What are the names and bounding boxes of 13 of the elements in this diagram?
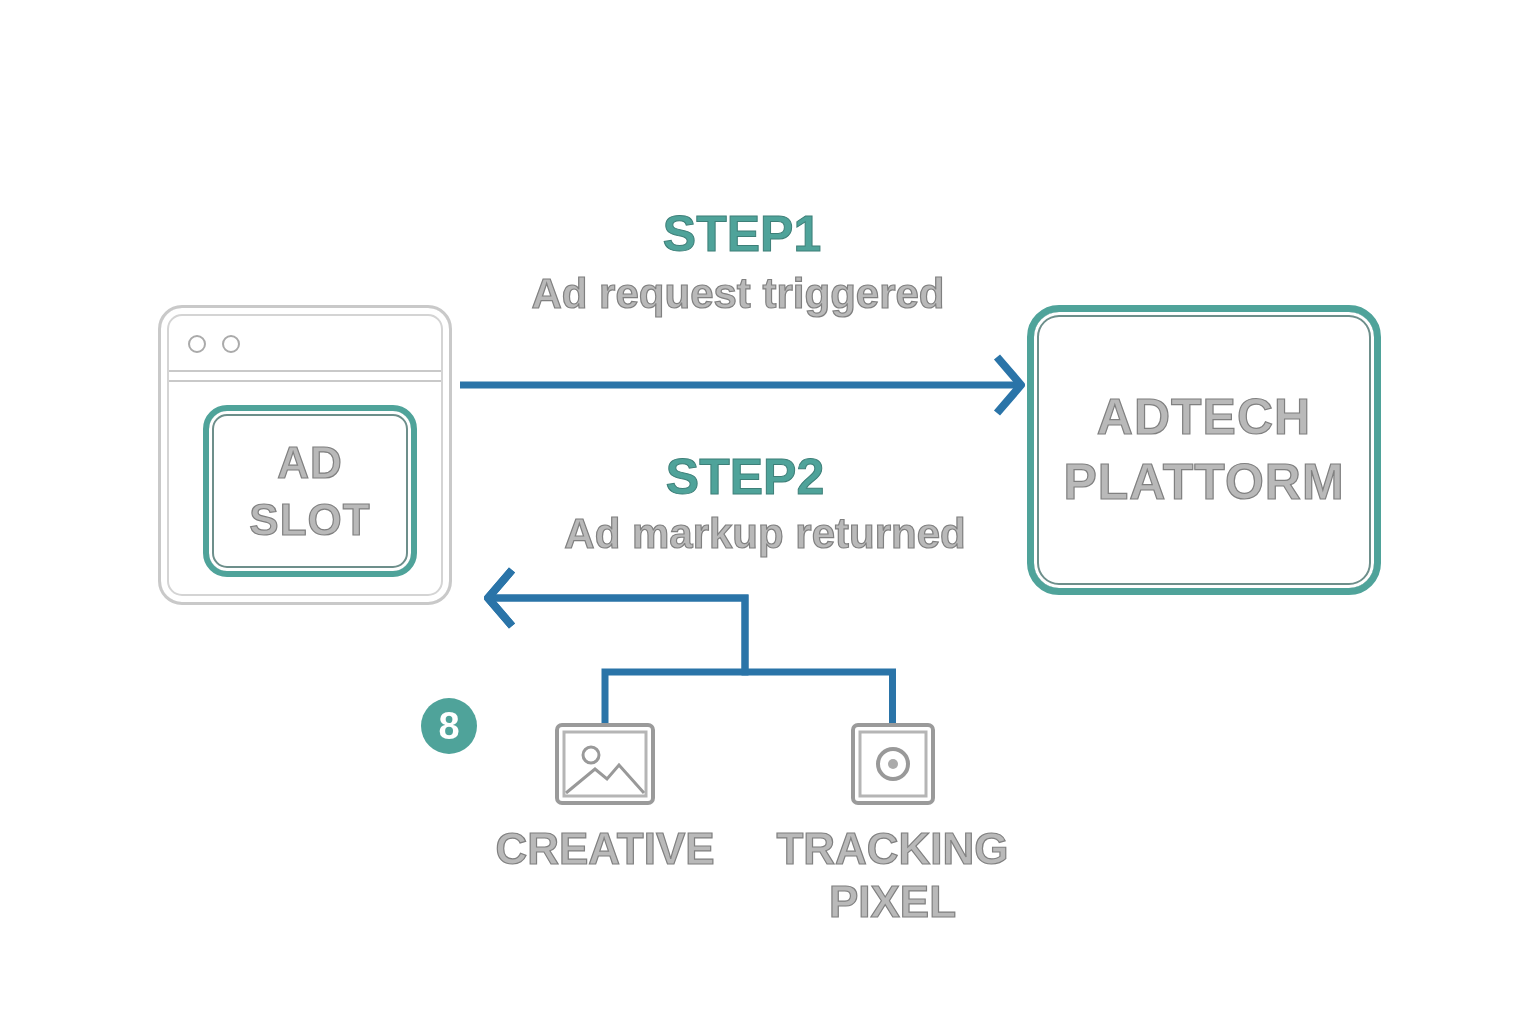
step-description: Ad markup returned [564,510,966,558]
platform-box [1027,305,1381,595]
ad-slot-box [203,405,417,577]
step-description: Ad request triggered [531,270,945,318]
item-label: TRACKING PIXEL [775,823,1010,928]
node-label: AD SLOT [248,436,372,546]
step-title: STEP1 [662,205,822,263]
callout-number: 8 [421,698,477,754]
browser-window [158,305,452,605]
item-label: CREATIVE [494,823,716,875]
arrow [484,566,896,723]
step-title: STEP2 [665,448,825,506]
node-label: ADTECH PLATTORM [1062,388,1346,512]
